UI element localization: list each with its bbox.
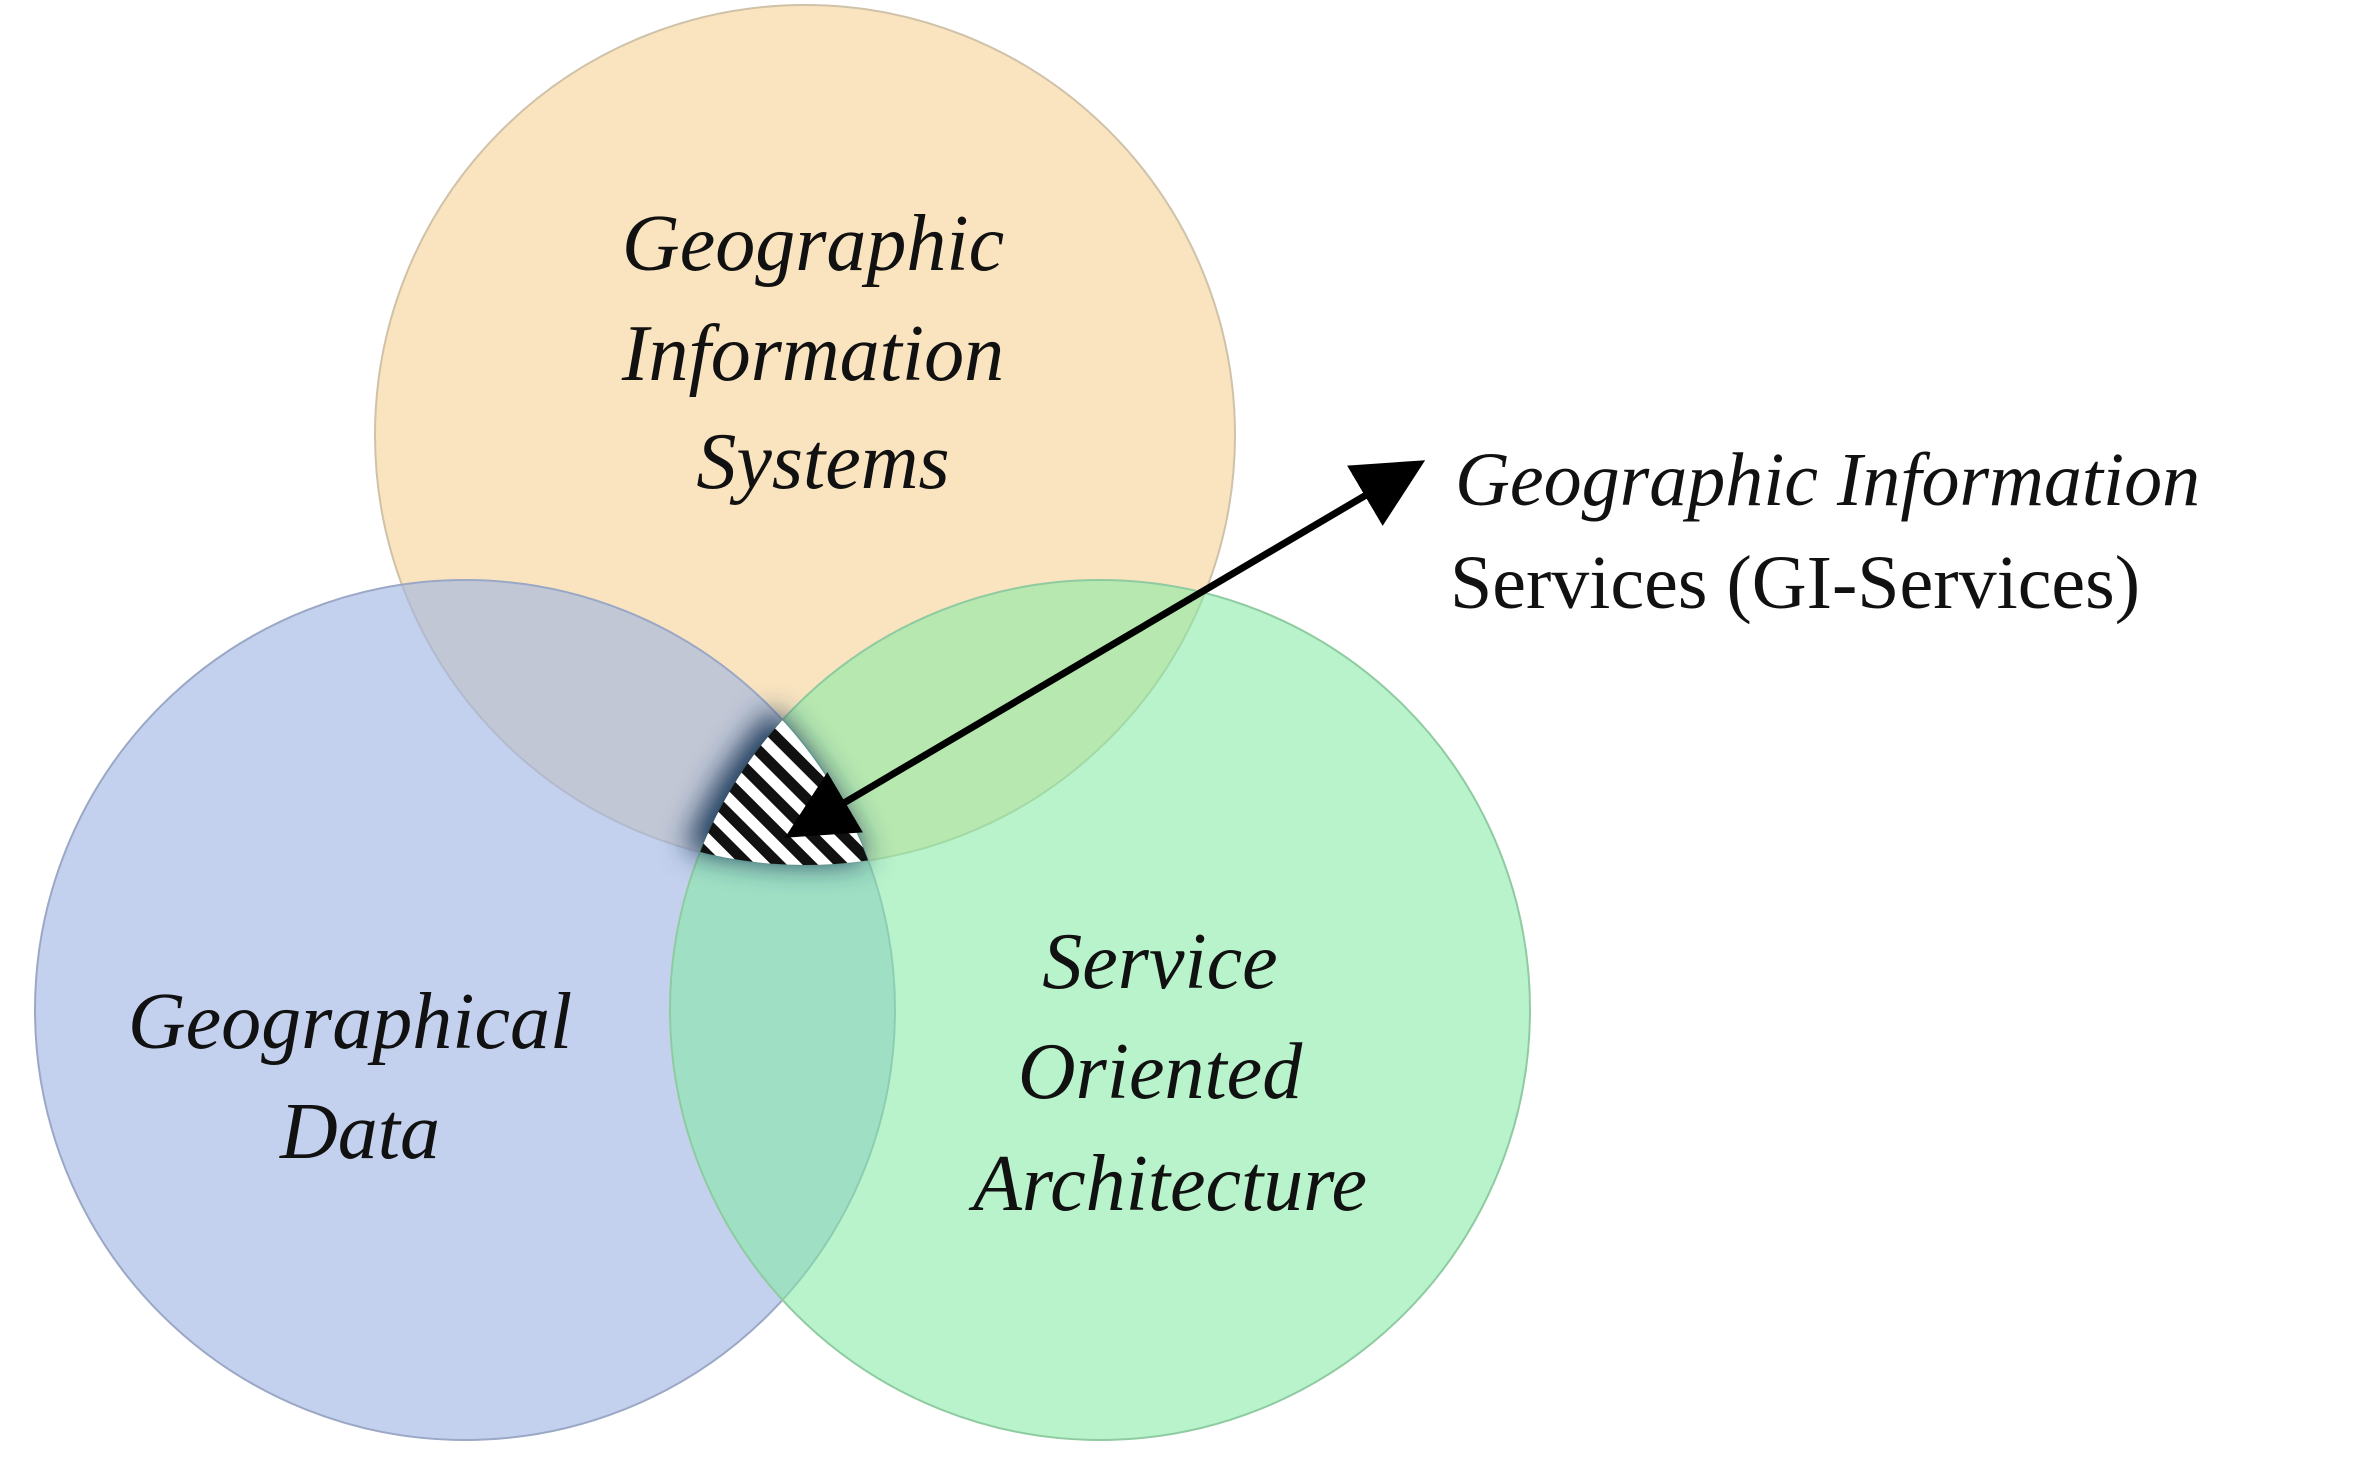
soa-circle — [669, 579, 1531, 1441]
gi-services-label-line2: Services (GI-Services) — [1450, 541, 2140, 625]
callout-arrow — [784, 460, 1426, 838]
gis-label: Geographic Information Systems — [621, 200, 1024, 506]
soa-label: Service Oriented Architecture — [968, 918, 1367, 1228]
gi-services-label-line1: Geographic Information — [1455, 438, 2200, 522]
geographical-data-label: Geographical Data — [128, 978, 592, 1176]
